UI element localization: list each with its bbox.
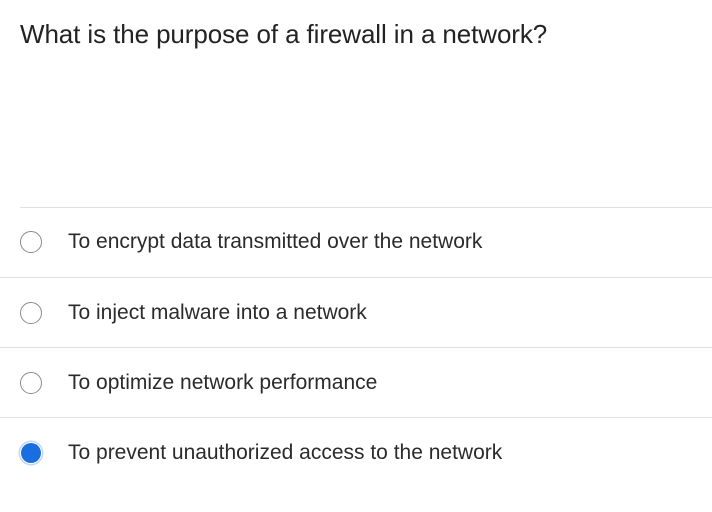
radio-ring xyxy=(20,371,42,394)
radio-unchecked-icon[interactable] xyxy=(20,371,42,394)
answer-options-list: To encrypt data transmitted over the net… xyxy=(0,207,712,487)
radio-unchecked-icon[interactable] xyxy=(20,231,42,253)
answer-option-label: To prevent unauthorized access to the ne… xyxy=(68,440,503,464)
radio-ring xyxy=(20,301,42,324)
answer-option-4[interactable]: To prevent unauthorized access to the ne… xyxy=(0,417,712,487)
answer-option-2[interactable]: To inject malware into a network xyxy=(0,277,712,347)
radio-unchecked-icon[interactable] xyxy=(20,301,42,324)
radio-selected-dot xyxy=(21,442,41,463)
radio-ring xyxy=(20,231,42,253)
answer-option-label: To optimize network performance xyxy=(68,370,378,394)
answer-option-1[interactable]: To encrypt data transmitted over the net… xyxy=(0,207,712,277)
answer-option-label: To inject malware into a network xyxy=(68,300,367,324)
answer-option-label: To encrypt data transmitted over the net… xyxy=(68,230,483,253)
radio-checked-icon[interactable] xyxy=(20,441,42,464)
page-title: What is the purpose of a firewall in a n… xyxy=(20,19,548,49)
answer-option-3[interactable]: To optimize network performance xyxy=(0,347,712,417)
